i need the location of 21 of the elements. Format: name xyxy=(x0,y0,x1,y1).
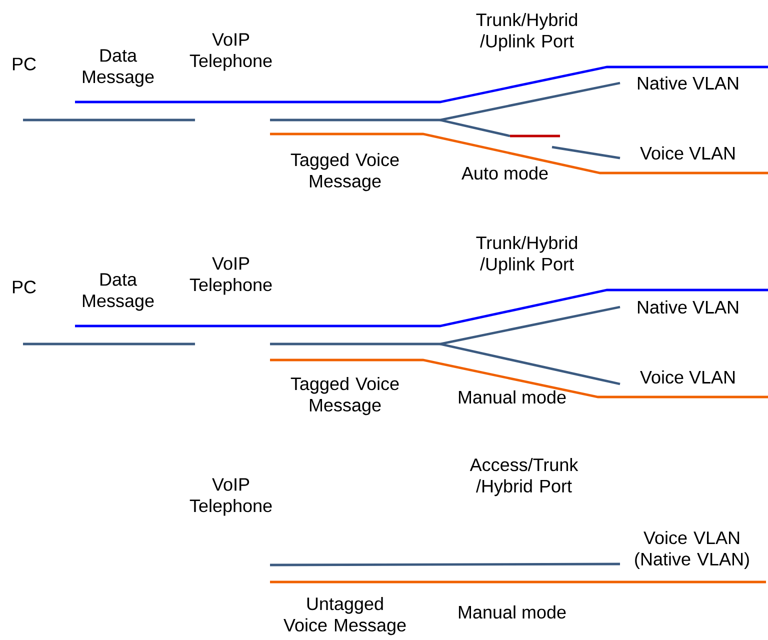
label: VoIP Telephone xyxy=(190,33,272,71)
label: Access/Trunk /Hybrid Port xyxy=(470,458,578,496)
label: Data Message xyxy=(82,49,154,87)
label: Untagged Voice Message xyxy=(284,596,406,636)
label: Trunk/Hybrid /Uplink Port xyxy=(476,12,577,52)
label: Tagged Voice Message xyxy=(290,152,399,192)
label: Auto mode xyxy=(462,166,548,180)
label: Voice VLAN (Native VLAN) xyxy=(635,530,749,570)
label: Tagged Voice Message xyxy=(290,376,399,416)
label: PC xyxy=(12,58,36,70)
label: VoIP Telephone xyxy=(190,478,272,516)
label: Trunk/Hybrid /Uplink Port xyxy=(476,236,577,274)
label: VoIP Telephone xyxy=(190,257,272,295)
label: Manual mode xyxy=(458,605,566,619)
label: Manual mode xyxy=(458,390,566,404)
label: Voice VLAN xyxy=(640,146,735,160)
label: Voice VLAN xyxy=(640,370,735,384)
label: Native VLAN xyxy=(638,300,738,314)
label: Data Message xyxy=(82,273,154,311)
label: Native VLAN xyxy=(638,76,738,90)
label: PC xyxy=(12,280,36,294)
